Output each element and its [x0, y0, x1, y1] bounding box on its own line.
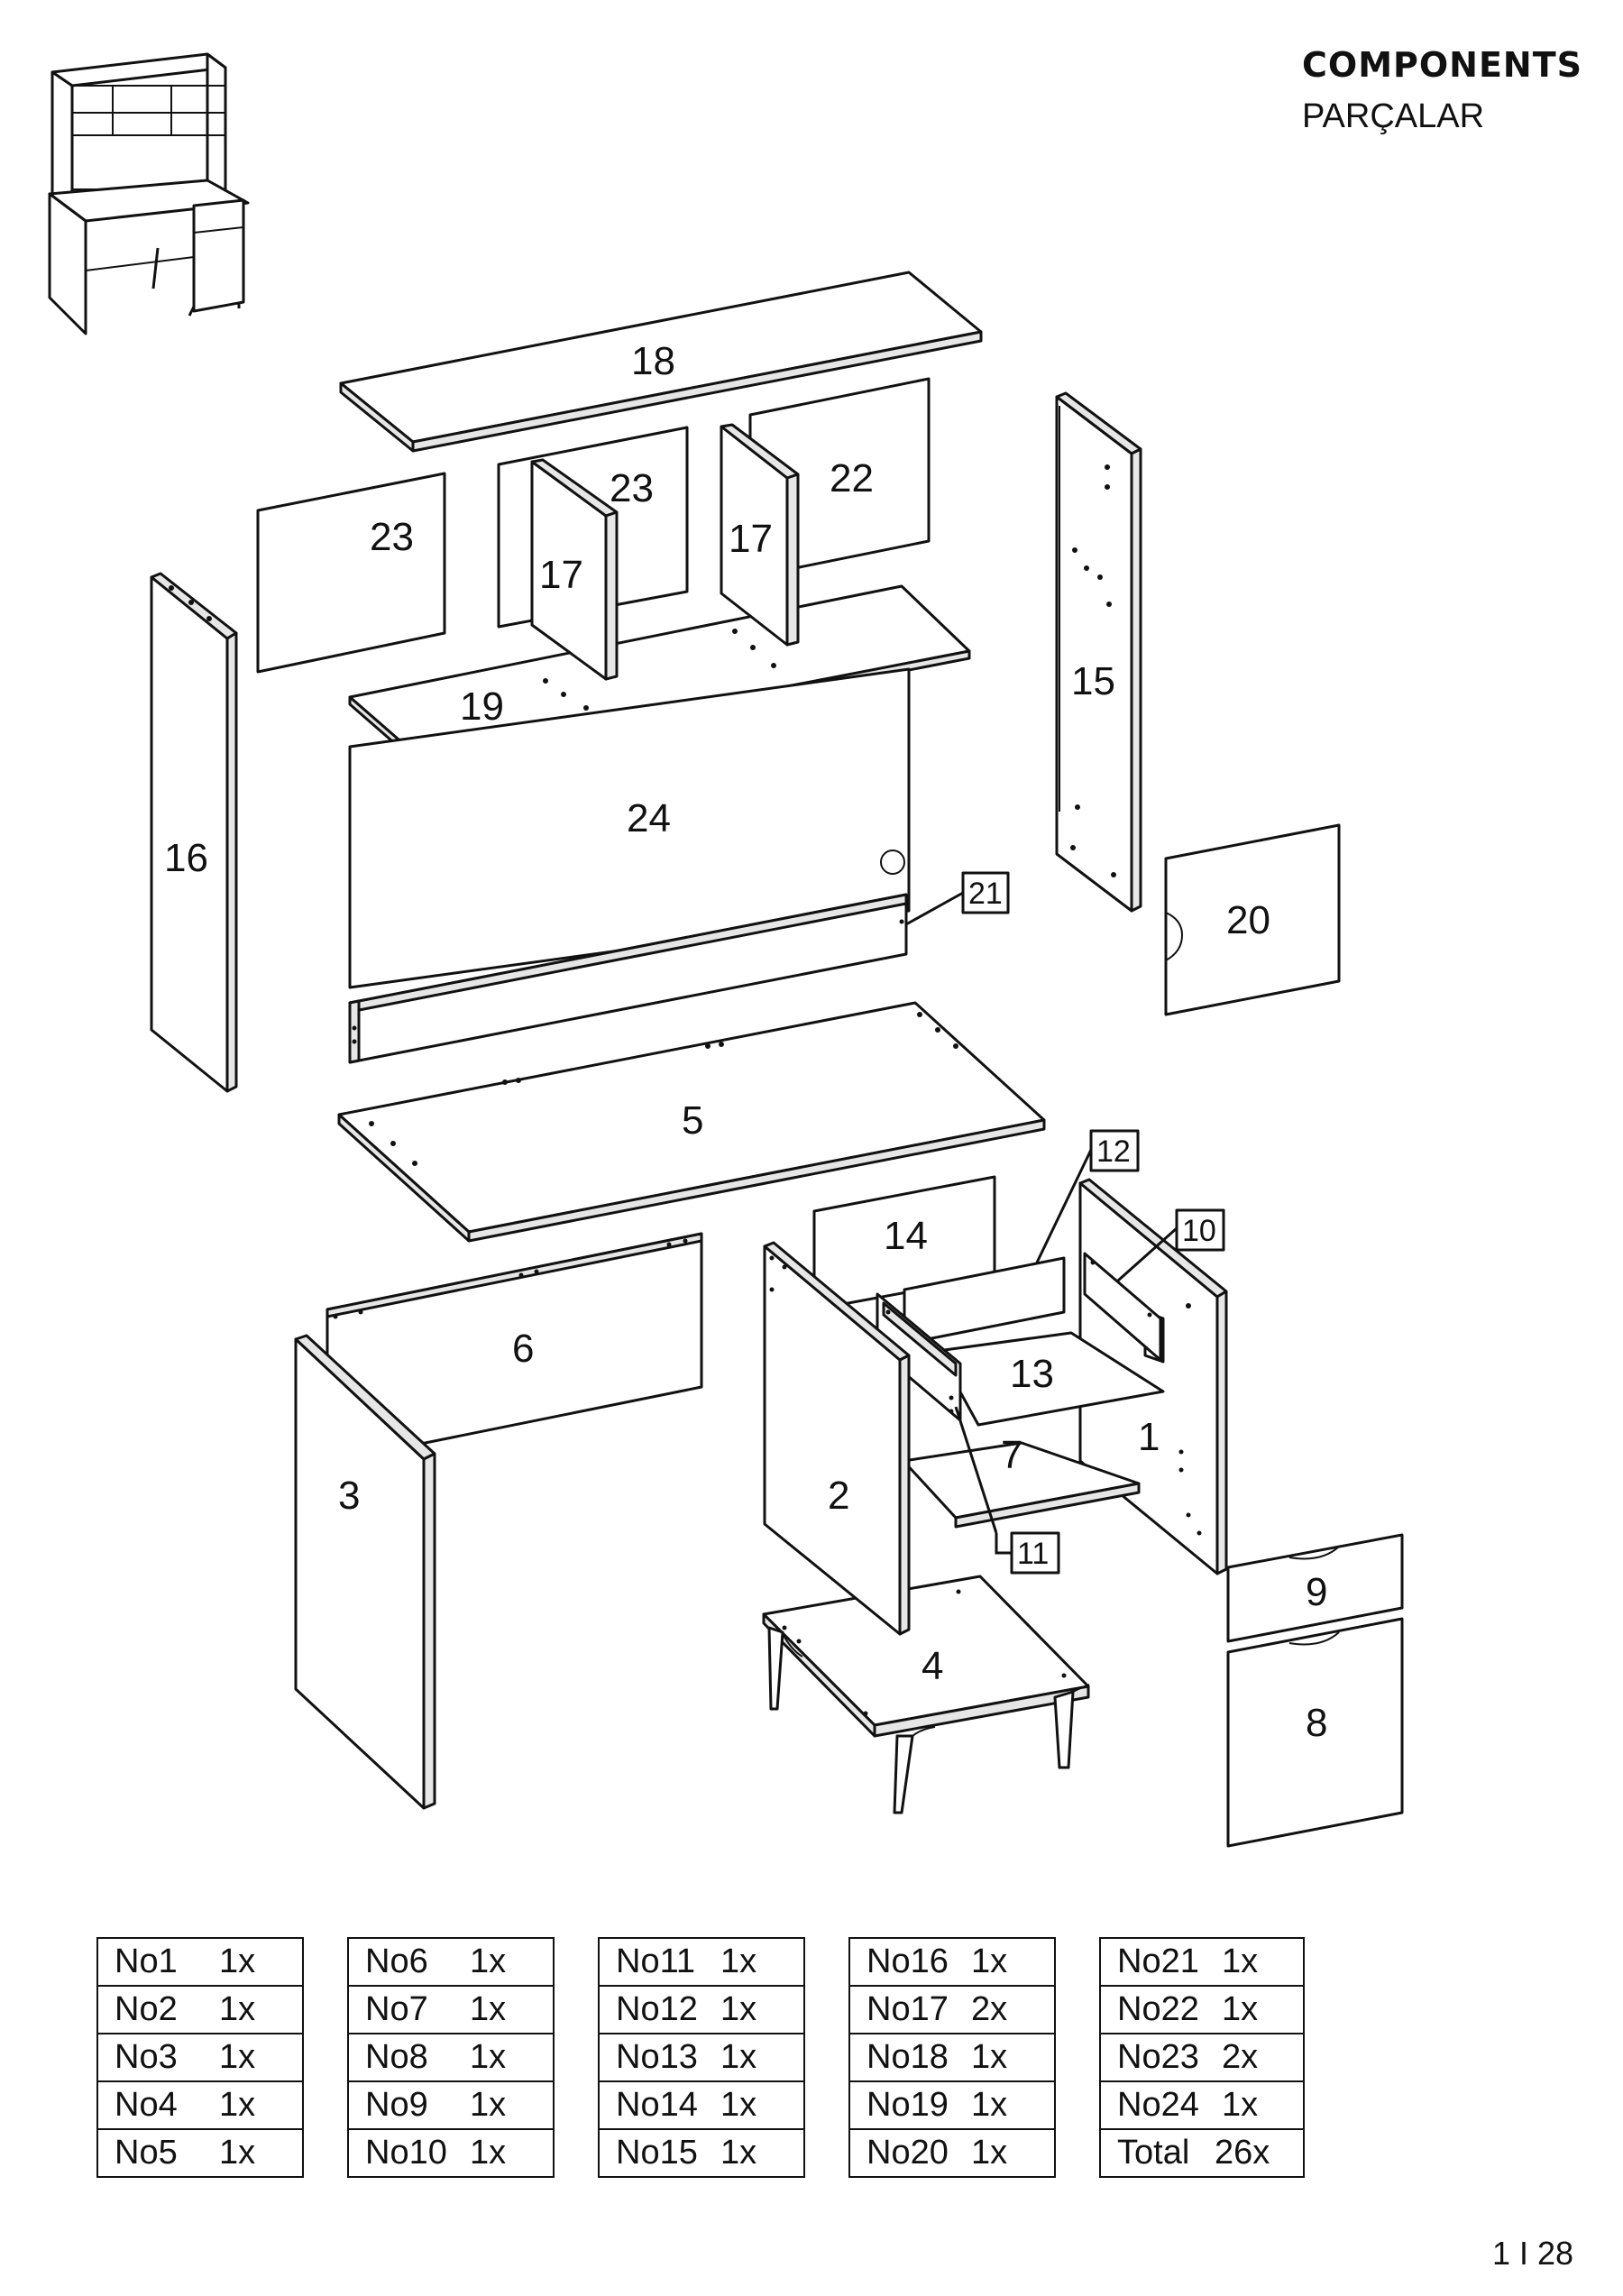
part-20: 20	[1164, 823, 1341, 1016]
part-11: 11	[876, 1292, 1060, 1575]
part-10: 10	[1083, 1208, 1225, 1362]
part-24: 24	[348, 667, 911, 989]
part-label-7: 7	[1001, 1433, 1022, 1477]
part-label-17-left: 17	[539, 553, 583, 597]
part-label-21: 21	[968, 877, 1003, 911]
part-label-18: 18	[631, 339, 675, 383]
part-4: 4	[762, 1575, 1090, 1814]
part-label-24: 24	[627, 796, 671, 840]
part-label-10: 10	[1182, 1214, 1216, 1248]
part-2: 2	[763, 1241, 911, 1636]
part-21: 21	[348, 871, 1010, 1064]
part-15: 15	[1055, 391, 1142, 913]
part-18: 18	[339, 271, 983, 453]
part-label-17-right: 17	[729, 517, 773, 561]
part-label-1: 1	[1138, 1415, 1160, 1459]
part-17-left: 17	[530, 458, 619, 681]
part-label-19: 19	[460, 684, 504, 729]
part-8: 8	[1226, 1617, 1404, 1848]
page-number: 1 I 28	[1492, 2235, 1574, 2272]
part-label-2: 2	[828, 1474, 849, 1518]
page-subtitle: PARÇALAR	[1302, 97, 1485, 135]
part-label-6: 6	[512, 1327, 534, 1371]
part-17-right: 17	[720, 423, 800, 647]
part-13: 13	[936, 1331, 1165, 1427]
part-label-8: 8	[1306, 1701, 1327, 1745]
part-label-9: 9	[1306, 1570, 1327, 1614]
part-label-12: 12	[1096, 1134, 1131, 1169]
part-label-13: 13	[1010, 1352, 1054, 1396]
part-label-20: 20	[1226, 898, 1270, 942]
part-6: 6	[326, 1232, 703, 1465]
part-9: 9	[1226, 1533, 1404, 1643]
assembled-desk-thumbnail	[48, 52, 250, 335]
part-label-22: 22	[830, 456, 874, 501]
part-23-left: 23	[256, 472, 446, 674]
part-label-15: 15	[1071, 659, 1115, 703]
part-label-14: 14	[884, 1214, 928, 1258]
part-label-5: 5	[682, 1098, 703, 1143]
part-7: 7	[902, 1433, 1141, 1529]
part-label-4: 4	[922, 1644, 943, 1688]
part-label-3: 3	[338, 1474, 360, 1518]
page-title: COMPONENTS	[1302, 45, 1583, 85]
exploded-assembly-diagram: 18 23 23 22 19 17 17	[48, 52, 1404, 1848]
part-label-16: 16	[164, 836, 208, 880]
part-16: 16	[150, 572, 238, 1093]
part-5: 5	[337, 1001, 1046, 1243]
part-label-23-middle: 23	[610, 466, 654, 510]
part-label-11: 11	[1017, 1537, 1049, 1571]
part-label-23-left: 23	[370, 515, 414, 559]
part-3: 3	[294, 1334, 436, 1810]
